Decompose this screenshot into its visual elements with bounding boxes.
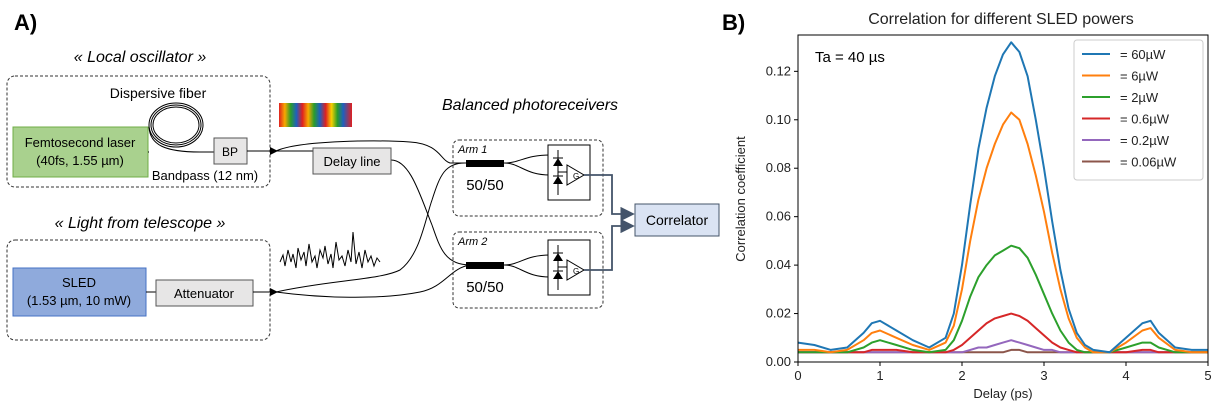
series-line <box>798 312 1208 354</box>
y-tick-label: 0.04 <box>766 257 791 272</box>
x-tick-label: 4 <box>1122 368 1129 383</box>
laser-label-1: Femtosecond laser <box>25 135 136 150</box>
amp-gain-1: G <box>573 172 579 181</box>
laser-label-2: (40fs, 1.55 µm) <box>36 153 124 168</box>
telescope-fibers <box>253 162 471 298</box>
x-tick-label: 0 <box>794 368 801 383</box>
photoreceiver-2: G <box>547 239 591 296</box>
panel-b: B) Correlation for different SLED powers… <box>722 10 1212 401</box>
arm-2-label: Arm 2 <box>457 236 487 248</box>
attenuator-box <box>155 279 254 307</box>
coupler-label-arm2: 50/50 <box>466 279 504 296</box>
amp-gain-2: G <box>573 267 579 276</box>
delay-line-label: Delay line <box>323 154 380 169</box>
bp-label: BP <box>222 145 238 159</box>
legend-entry: = 0.2µW <box>1120 133 1170 148</box>
fiber-spool-icon <box>148 102 214 153</box>
x-tick-label: 5 <box>1204 368 1211 383</box>
series-line <box>798 244 1208 354</box>
plot-frame <box>797 34 1209 363</box>
y-tick-label: 0.00 <box>766 354 791 369</box>
chart-annotation: Ta = 40 µs <box>815 49 885 66</box>
chart-plot: 0 1 2 3 4 5 0.00 0.02 0.04 0.06 0.08 0.10 0.12 <box>766 34 1212 383</box>
x-tick-label: 3 <box>1040 368 1047 383</box>
dispersive-fiber-label: Dispersive fiber <box>110 85 207 101</box>
photoreceiver-1: G <box>547 144 591 201</box>
series-line <box>797 41 1208 354</box>
signal-lines <box>584 174 635 271</box>
correlator-label: Correlator <box>646 212 709 228</box>
arm-1-label: Arm 1 <box>457 144 487 156</box>
chirped-pulse-icon <box>279 103 352 127</box>
panel-a-label: A) <box>14 10 37 35</box>
local-oscillator-group <box>6 75 271 188</box>
coupler-label-arm1: 50/50 <box>466 177 504 194</box>
coupler-arrow-icon <box>270 147 278 155</box>
y-tick-label: 0.12 <box>766 63 791 78</box>
legend-entry: = 6µW <box>1120 69 1159 84</box>
chart-title: Correlation for different SLED powers <box>868 11 1134 28</box>
sled-label-1: SLED <box>62 275 96 290</box>
attenuator-label: Attenuator <box>174 286 235 301</box>
legend-entry: = 60µW <box>1120 47 1166 62</box>
panel-b-label: B) <box>722 10 745 35</box>
y-tick-label: 0.10 <box>766 112 791 127</box>
panel-a: A) « Local oscillator » Dispersive fiber… <box>6 10 720 341</box>
correlator-box <box>634 203 720 237</box>
noise-signal-icon <box>279 231 381 269</box>
local-oscillator-title: « Local oscillator » <box>74 49 207 66</box>
x-axis-label: Delay (ps) <box>973 386 1032 401</box>
legend-entry: = 0.06µW <box>1120 155 1177 170</box>
sled-label-2: (1.53 µm, 10 mW) <box>27 293 131 308</box>
y-tick-label: 0.02 <box>766 306 791 321</box>
y-axis-label: Correlation coefficient <box>733 136 748 262</box>
y-tick-label: 0.08 <box>766 160 791 175</box>
legend-entry: = 0.6µW <box>1120 112 1170 127</box>
x-tick-label: 2 <box>958 368 965 383</box>
series-layer <box>797 41 1208 354</box>
axes-layer: 0 1 2 3 4 5 0.00 0.02 0.04 0.06 0.08 0.10 0.12 <box>766 63 1212 383</box>
telescope-title: « Light from telescope » <box>55 215 226 232</box>
delay-line-box <box>312 147 392 175</box>
x-tick-label: 1 <box>876 368 883 383</box>
y-tick-label: 0.06 <box>766 209 791 224</box>
legend-entry: = 2µW <box>1120 90 1159 105</box>
balanced-photoreceivers-title: Balanced photoreceivers <box>442 97 618 114</box>
femtosecond-laser-box <box>12 126 149 178</box>
coupler-50-50-arm2 <box>466 262 504 269</box>
bandpass-filter-box <box>213 137 248 165</box>
bandpass-label: Bandpass (12 nm) <box>152 168 258 183</box>
series-line <box>798 111 1208 354</box>
chart-legend: = 60µW = 6µW = 2µW = 0.6µW = 0.2µW = 0.06µW <box>1073 39 1204 181</box>
coupler-arrow-icon-2 <box>270 288 278 296</box>
coupler-50-50-arm1 <box>466 160 504 167</box>
